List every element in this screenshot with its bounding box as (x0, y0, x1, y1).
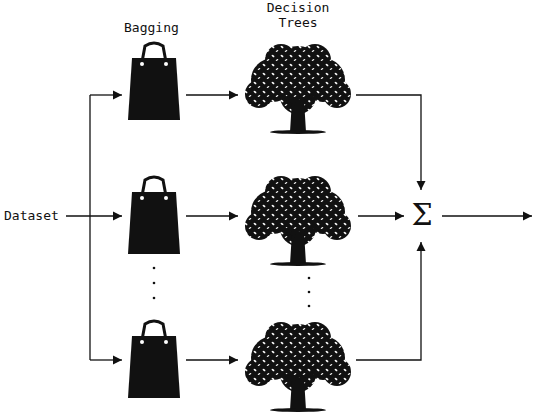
tree-icon (245, 176, 351, 266)
column-heading: Bagging (124, 20, 194, 35)
input-label: Dataset (4, 208, 68, 223)
bag-icon (128, 321, 180, 398)
ellipsis-dots (153, 267, 311, 308)
bag-icon (128, 43, 180, 120)
tree-icon (245, 322, 351, 412)
tree-icon (245, 44, 351, 134)
column-heading: Decision Trees (263, 0, 333, 30)
sum-symbol: Σ (410, 198, 434, 232)
flow-arrows (66, 95, 532, 360)
bag-icon (128, 177, 180, 254)
